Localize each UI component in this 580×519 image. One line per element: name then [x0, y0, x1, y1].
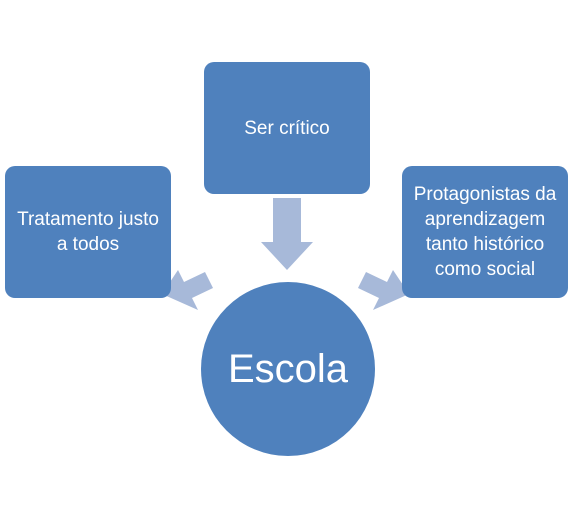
arrow-right-to-center	[358, 270, 409, 310]
arrow-left-to-center	[162, 270, 213, 310]
node-protagonistas-label: Protagonistas da aprendizagem tanto hist…	[413, 184, 557, 280]
node-tratamento-label: Tratamento justo a todos	[17, 209, 159, 255]
node-ser-critico: Ser crítico	[204, 62, 370, 194]
node-escola: Escola	[201, 282, 375, 456]
node-ser-critico-label: Ser crítico	[244, 117, 330, 139]
arrow-top-to-center	[261, 198, 313, 270]
node-escola-label: Escola	[227, 346, 349, 391]
node-protagonistas: Protagonistas da aprendizagem tanto hist…	[402, 166, 568, 298]
node-tratamento: Tratamento justo a todos	[5, 166, 171, 298]
